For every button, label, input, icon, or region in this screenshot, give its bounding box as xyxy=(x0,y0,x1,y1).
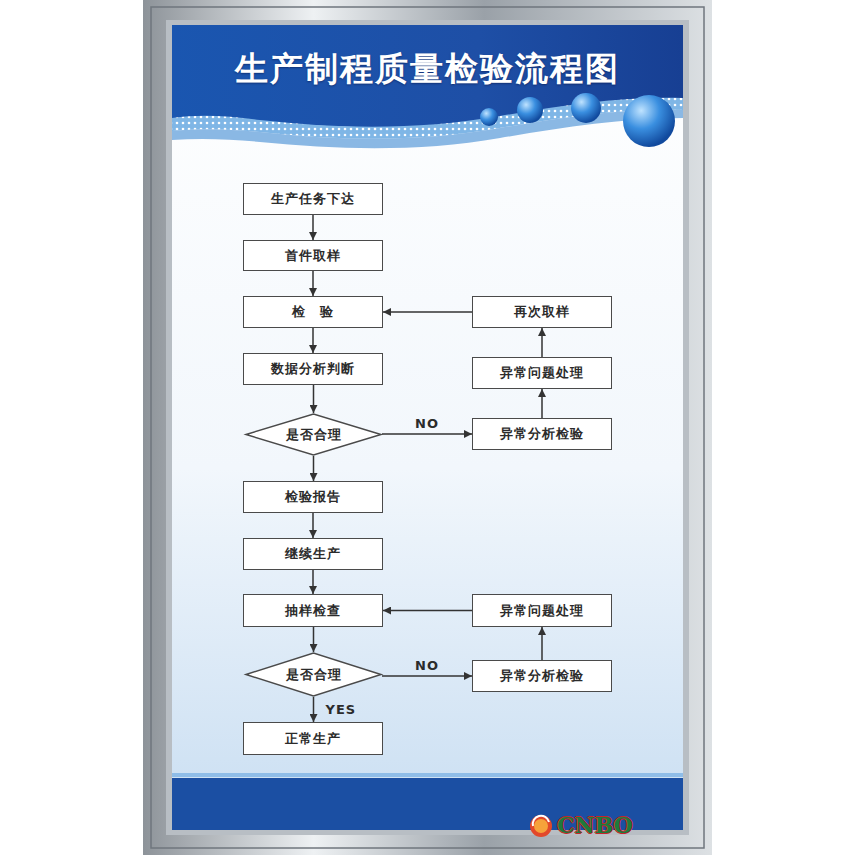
bubble xyxy=(623,95,675,147)
node-text: 再次取样 xyxy=(514,304,570,320)
node-text: 抽样检查 xyxy=(285,603,341,619)
flow-arrow xyxy=(312,513,314,538)
process-box: 正常生产 xyxy=(243,722,383,755)
flow-arrow xyxy=(383,610,472,612)
bubble xyxy=(571,93,601,123)
process-box: 数据分析判断 xyxy=(243,353,383,385)
logo-text: CNBO xyxy=(557,812,633,838)
process-box: 检验报告 xyxy=(243,481,383,513)
flow-arrow xyxy=(313,456,315,481)
frame-groove xyxy=(151,7,704,848)
footer-line xyxy=(172,773,683,777)
node-text: 异常分析检验 xyxy=(500,668,584,684)
title: 生产制程质量检验流程图 xyxy=(172,47,683,92)
decision-diamond: 是否合理 xyxy=(245,652,382,697)
decision-diamond: 是否合理 xyxy=(245,413,382,456)
edge-label: NO xyxy=(415,416,439,431)
process-box: 再次取样 xyxy=(472,296,612,328)
node-text: 数据分析判断 xyxy=(271,361,355,377)
flow-arrow xyxy=(383,311,472,313)
bubble xyxy=(517,97,543,123)
process-box: 异常问题处理 xyxy=(472,357,612,389)
process-box: 生产任务下达 xyxy=(243,183,383,215)
edge-label: YES xyxy=(326,702,357,717)
flow-arrow xyxy=(313,697,315,722)
node-text: 是否合理 xyxy=(286,427,342,443)
diamond-shape xyxy=(246,653,381,696)
flow-arrow xyxy=(313,627,315,652)
node-text: 继续生产 xyxy=(285,546,341,562)
panel xyxy=(172,25,683,830)
bubble xyxy=(480,108,498,126)
flow-arrow xyxy=(313,385,315,413)
process-box: 继续生产 xyxy=(243,538,383,570)
process-box: 首件取样 xyxy=(243,240,383,271)
flow-arrow xyxy=(312,328,314,353)
process-box: 抽样检查 xyxy=(243,594,383,627)
node-text: 异常问题处理 xyxy=(500,603,584,619)
process-box: 异常问题处理 xyxy=(472,594,612,627)
process-box: 检 验 xyxy=(243,296,383,328)
node-text: 首件取样 xyxy=(285,248,341,264)
flow-arrow xyxy=(312,271,314,296)
header-wave-light xyxy=(172,110,683,149)
flow-arrow xyxy=(541,389,543,418)
node-text: 检验报告 xyxy=(285,489,341,505)
process-box: 异常分析检验 xyxy=(472,660,612,692)
flow-arrow xyxy=(382,675,472,677)
edge-label: NO xyxy=(415,658,439,673)
node-text: 生产任务下达 xyxy=(271,191,355,207)
frame-inner xyxy=(166,20,689,835)
frame xyxy=(143,0,712,855)
flow-arrow xyxy=(312,215,314,240)
node-text: 异常分析检验 xyxy=(500,426,584,442)
flow-arrow xyxy=(382,433,472,435)
node-text: 正常生产 xyxy=(285,731,341,747)
process-box: 异常分析检验 xyxy=(472,418,612,450)
logo-icon xyxy=(530,815,552,837)
node-text: 异常问题处理 xyxy=(500,365,584,381)
node-text: 是否合理 xyxy=(286,667,342,683)
flow-arrow xyxy=(312,570,314,594)
diamond-shape xyxy=(246,414,381,455)
flow-arrow xyxy=(541,627,543,660)
node-text: 检 验 xyxy=(292,304,334,320)
flow-arrow xyxy=(541,328,543,357)
